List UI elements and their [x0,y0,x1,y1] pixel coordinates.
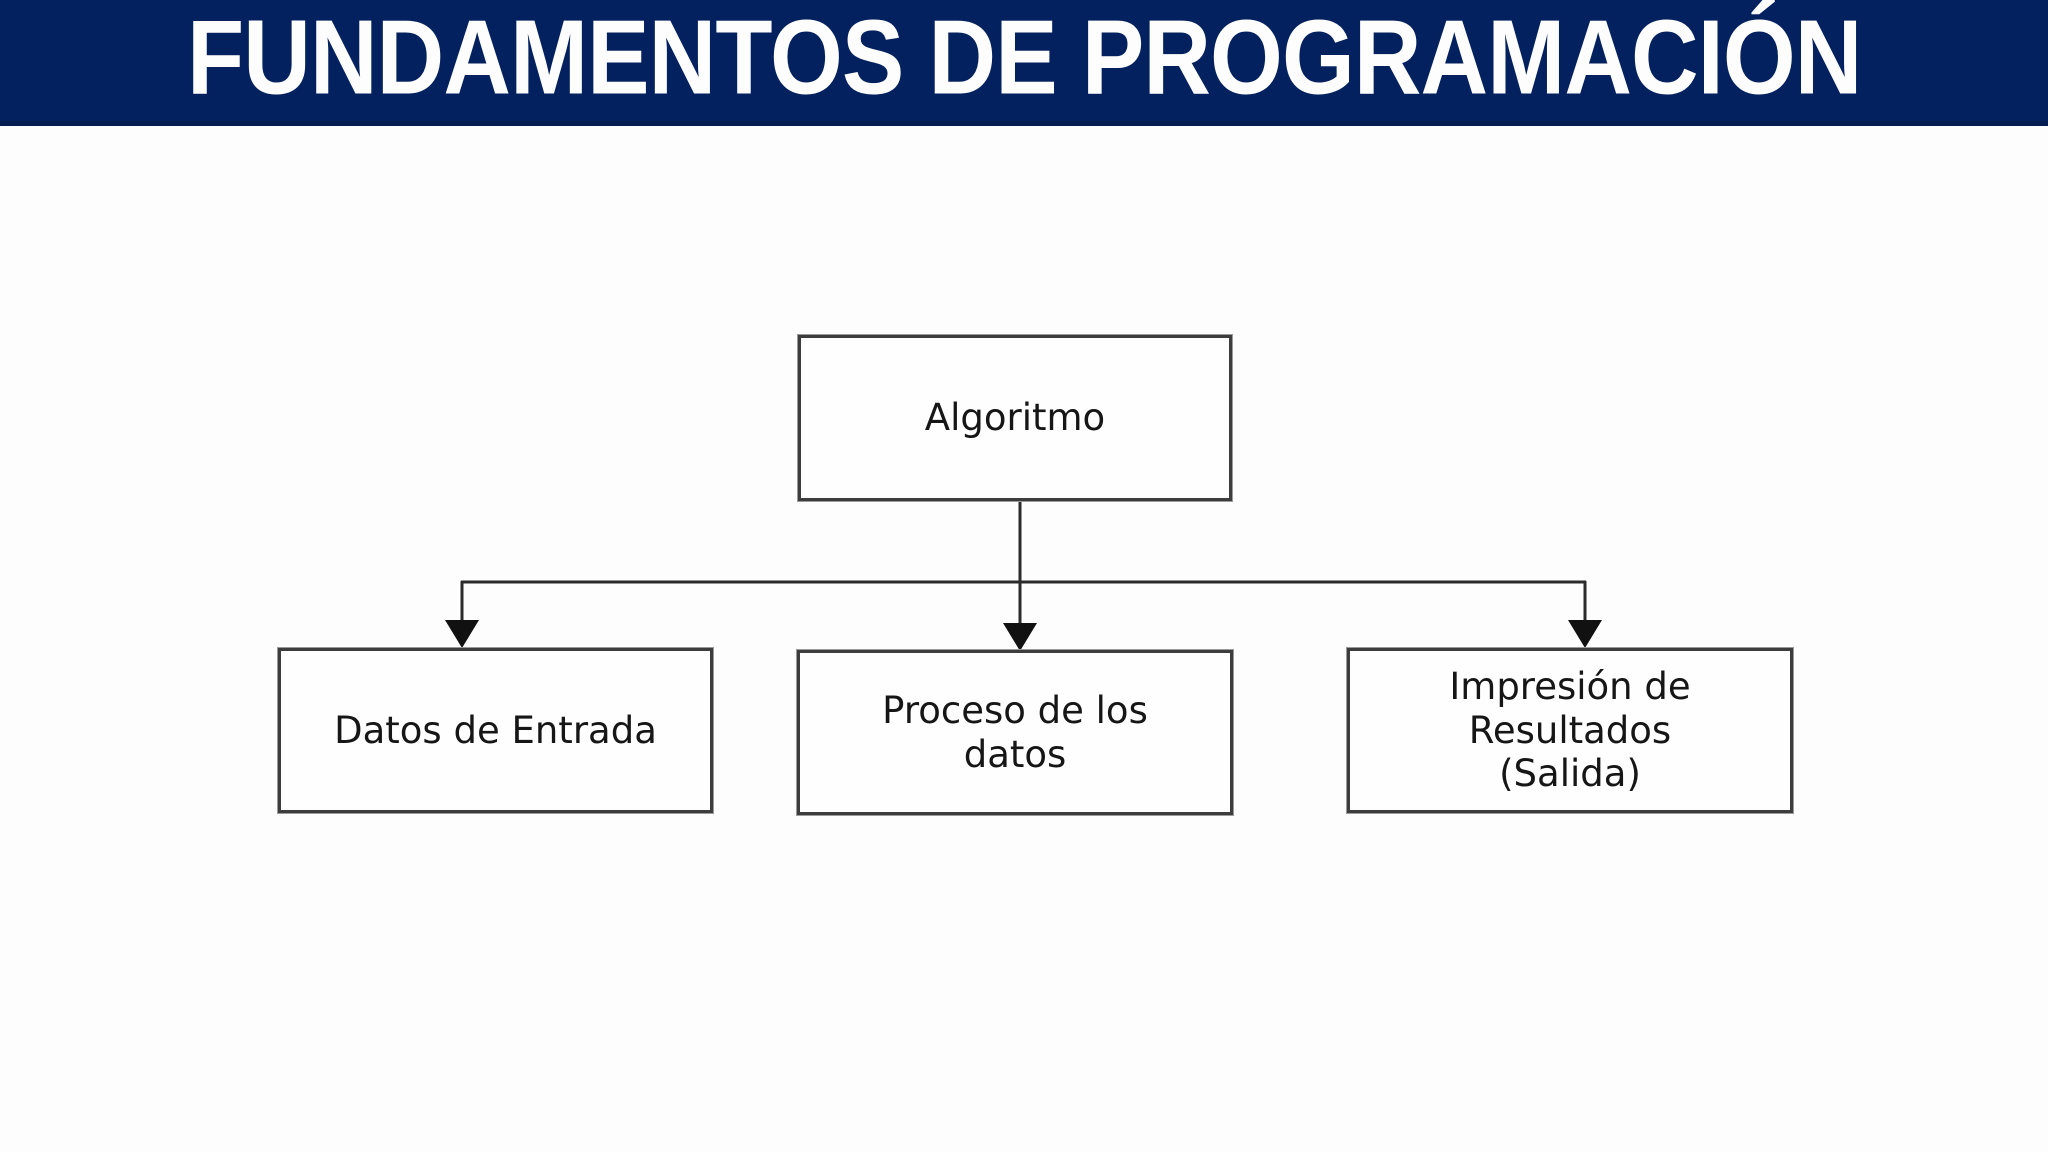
title-bar: FUNDAMENTOS DE PROGRAMACIÓN [0,0,2048,126]
node-proceso-de-los-datos-label: Proceso de los datos [882,688,1148,776]
connector-layer [445,501,1602,651]
arrowhead-proceso-icon [1003,623,1037,651]
node-impresion-de-resultados-label: Impresión de Resultados (Salida) [1449,665,1691,796]
node-algoritmo: Algoritmo [798,335,1232,501]
node-proceso-de-los-datos: Proceso de los datos [797,650,1233,815]
node-impresion-de-resultados: Impresión de Resultados (Salida) [1347,648,1793,813]
node-algoritmo-label: Algoritmo [924,396,1106,440]
node-datos-de-entrada-label: Datos de Entrada [334,708,657,752]
arrowhead-salida-icon [1568,620,1602,648]
arrowhead-entrada-icon [445,620,479,648]
page-title: FUNDAMENTOS DE PROGRAMACIÓN [186,0,1862,117]
node-datos-de-entrada: Datos de Entrada [278,648,713,813]
flowchart-diagram: Algoritmo Datos de Entrada Proceso de lo… [0,126,2048,1152]
